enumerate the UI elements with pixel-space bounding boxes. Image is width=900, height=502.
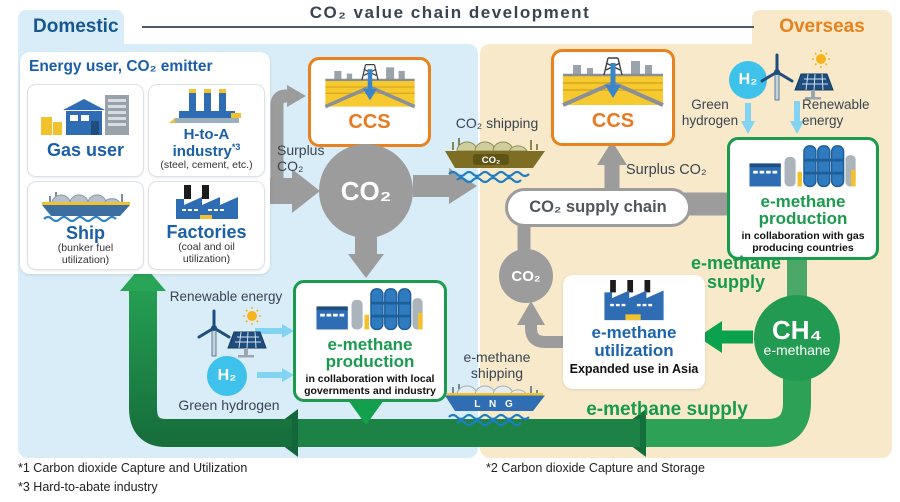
methanation-plant-icon [730,144,876,192]
ship-card: Ship (bunker fuel utilization) [27,181,144,270]
surplus-co2-right: Surplus CO₂ [626,162,707,178]
ccs-label-domestic: CCS [348,111,391,133]
footnote-1: *1 Carbon dioxide Capture and Utilizatio… [18,461,248,475]
ccs-storage-icon [554,55,672,111]
gas-user-card: Gas user [27,84,144,177]
ccs-box-domestic: CCS [308,57,431,147]
footnote-3: *3 Hard-to-abate industry [18,480,158,494]
co2-carrier-ship-icon: CO₂ [443,132,547,186]
wind-solar-icon-domestic [194,302,286,358]
utilization-title: e-methane utilization [591,323,677,360]
production-title-overseas: e-methane production [758,192,848,229]
ship-icon [28,186,143,222]
ship-sub: (bunker fuel utilization) [57,242,114,266]
co2-cargo-label: CO₂ [482,155,500,166]
lng-carrier-ship-icon: L N G [443,381,547,427]
ccs-label-overseas: CCS [591,110,635,132]
title-rule [142,26,754,28]
domestic-tab: Domestic [18,10,124,44]
h2-circle-domestic: H₂ [207,356,247,396]
energy-user-title: Energy user, CO₂ emitter [29,58,213,75]
green-hydrogen-label-domestic: Green hydrogen [178,397,280,413]
e-methane-supply-label-bottom: e-methane supply [586,399,748,420]
co2-small-circle: CO₂ [499,249,553,303]
ship-label: Ship [66,223,105,243]
co2-shipping-label: CO₂ shipping [455,115,539,131]
overseas-tab: Overseas [752,10,892,44]
factories-icon [149,185,264,221]
h-to-a-industry-icon [149,89,264,125]
surplus-co2-left: Surplus CO₂ [277,142,325,175]
utilization-sub: Expanded use in Asia [569,361,699,376]
utilization-factory-icon [563,280,705,322]
green-hydrogen-label-overseas: Green hydrogen [681,97,739,128]
co2-hub-circle: CO₂ [319,144,413,238]
co2-hub-label: CO₂ [340,175,392,206]
factories-sub: (coal and oil utilization) [178,241,235,265]
factories-label: Factories [166,222,247,242]
production-sub-domestic: in collaboration with local governments … [304,372,436,398]
e-methane-supply-label-right: e-methane supply [690,253,782,292]
e-methane-shipping-label: e-methane shipping [463,349,531,382]
methanation-plant-icon [296,287,444,335]
co2-small-label: CO₂ [511,267,541,285]
co2-supply-chain-pill: CO₂ supply chain [505,188,691,227]
e-methane-production-box-overseas: e-methane production in collaboration wi… [727,137,879,260]
e-methane-utilization-box: e-methane utilization Expanded use in As… [563,275,705,389]
renewable-energy-label-domestic: Renewable energy [169,289,283,304]
overseas-label: Overseas [779,16,865,37]
h2-circle-overseas: H₂ [729,61,767,99]
production-sub-overseas: in collaboration with gas producing coun… [741,229,865,255]
co2-supply-chain-label: CO₂ supply chain [529,198,667,216]
h-to-a-label: H-to-A industry*3 [172,126,241,160]
h-to-a-sub: (steel, cement, etc.) [160,158,253,171]
ch4-circle: CH₄ e-methane [754,295,840,381]
domestic-label: Domestic [33,16,119,37]
footnote-2: *2 Carbon dioxide Capture and Storage [486,461,705,475]
ch4-name: e-methane [763,342,831,359]
renewable-energy-label-overseas: Renewable energy [802,97,870,128]
ch4-formula: CH₄ [772,315,822,346]
gas-user-icon [28,91,143,137]
ccs-box-overseas: CCS [551,49,675,146]
lng-cargo-label: L N G [474,399,515,410]
wind-solar-icon-overseas [757,48,849,102]
h-to-a-card: H-to-A industry*3 (steel, cement, etc.) [148,84,265,177]
e-methane-production-box-domestic: e-methane production in collaboration wi… [293,280,447,402]
ccs-storage-icon [311,62,428,112]
page-title: CO₂ value chain development [293,3,607,23]
production-title-domestic: e-methane production [325,335,415,372]
h2-label: H₂ [738,71,758,88]
h2-label: H₂ [217,367,237,384]
gas-user-label: Gas user [46,140,125,160]
factories-card: Factories (coal and oil utilization) [148,181,265,270]
